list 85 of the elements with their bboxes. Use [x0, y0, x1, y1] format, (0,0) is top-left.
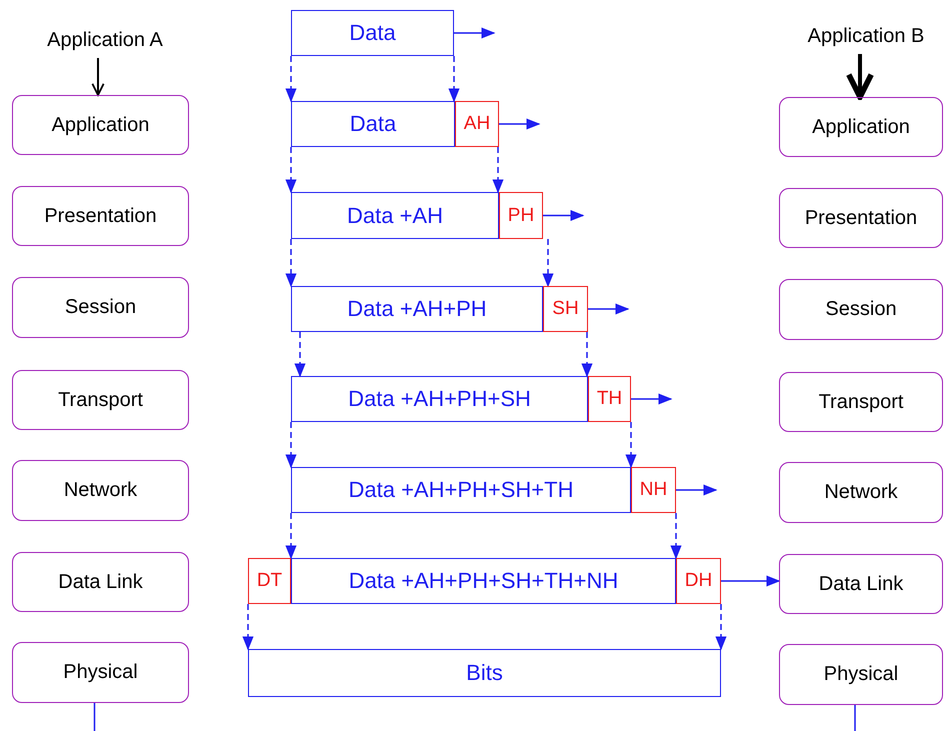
arrow: [285, 513, 297, 560]
box-label: Data: [349, 20, 396, 46]
application-label: Application A: [47, 28, 163, 52]
arrow: [588, 303, 630, 315]
layer-box: [12, 642, 189, 703]
header-label: NH: [640, 479, 668, 501]
arrow: [285, 147, 297, 194]
box-label: Physical: [824, 663, 898, 686]
box-label: Bits: [466, 660, 503, 686]
box-label: Application: [52, 114, 150, 136]
connector-line: [94, 703, 96, 731]
header-box: [499, 192, 543, 239]
header-box: [248, 558, 291, 604]
header-label: PH: [508, 204, 534, 226]
arrow: [543, 210, 584, 222]
layer-box: [12, 277, 189, 338]
header-label: DH: [684, 570, 712, 592]
layer-box: [12, 95, 189, 155]
arrow: [625, 422, 637, 468]
box-label: Data: [350, 111, 396, 137]
box-label: Session: [825, 298, 897, 321]
arrow: [448, 56, 460, 102]
box-label: Physical: [63, 661, 138, 684]
data-unit-box: [291, 286, 543, 332]
box-label: Data Link: [58, 570, 143, 594]
box-label: Data Link: [818, 572, 904, 596]
arrow: [285, 56, 297, 102]
data-unit-box: [248, 649, 721, 697]
arrow: [242, 604, 254, 650]
box-label: Network: [64, 479, 138, 502]
arrow: [492, 147, 504, 194]
box-label: Presentation: [804, 206, 918, 230]
box-label: Data +AH+PH: [347, 296, 487, 322]
header-box: [455, 101, 499, 147]
box-label: Data +AH+PH+SH+TH+NH: [348, 568, 618, 594]
box-label: Transport: [818, 390, 904, 414]
data-unit-box: [291, 192, 499, 239]
box-label: Data +AH+PH+SH: [348, 386, 531, 412]
box-label: Presentation: [44, 204, 157, 228]
arrow: [294, 332, 306, 378]
layer-box: [779, 644, 943, 705]
arrow: [676, 484, 718, 496]
header-box: [543, 286, 588, 332]
application-label: Application B: [808, 24, 924, 48]
arrow: [542, 239, 554, 288]
box-label: Data +AH+PH+SH+TH: [348, 477, 574, 503]
arrow: [581, 332, 593, 378]
box-label: Session: [64, 296, 136, 319]
arrow: [499, 118, 540, 130]
header-label: TH: [596, 388, 622, 410]
arrow: [454, 27, 496, 39]
header-label: AH: [464, 113, 490, 135]
arrow: [715, 604, 727, 650]
layer-box: [779, 97, 943, 157]
connector-line: [854, 705, 856, 731]
layer-box: [12, 460, 189, 521]
arrow: [285, 422, 297, 468]
data-unit-box: [291, 10, 454, 56]
data-unit-box: [291, 101, 455, 147]
arrow: [846, 54, 874, 100]
layer-box: [779, 372, 943, 432]
layer-box: [12, 186, 189, 246]
data-unit-box: [291, 558, 676, 604]
layer-box: [779, 188, 943, 248]
box-label: Application: [812, 116, 910, 138]
layer-box: [12, 552, 189, 612]
header-box: [631, 467, 676, 513]
header-box: [676, 558, 721, 604]
arrow: [631, 393, 672, 405]
layer-box: [779, 554, 943, 614]
data-unit-box: [291, 376, 588, 422]
header-label: DT: [256, 570, 282, 592]
layer-box: [12, 370, 189, 430]
data-unit-box: [291, 467, 631, 513]
box-label: Data +AH: [347, 202, 443, 228]
header-box: [588, 376, 631, 422]
arrow: [285, 239, 297, 288]
box-label: Network: [824, 481, 898, 504]
layer-box: [779, 279, 943, 340]
box-label: Transport: [58, 388, 143, 412]
arrow: [92, 58, 104, 96]
header-label: SH: [552, 298, 579, 320]
arrow: [721, 575, 780, 587]
arrow: [670, 513, 682, 560]
layer-box: [779, 462, 943, 523]
